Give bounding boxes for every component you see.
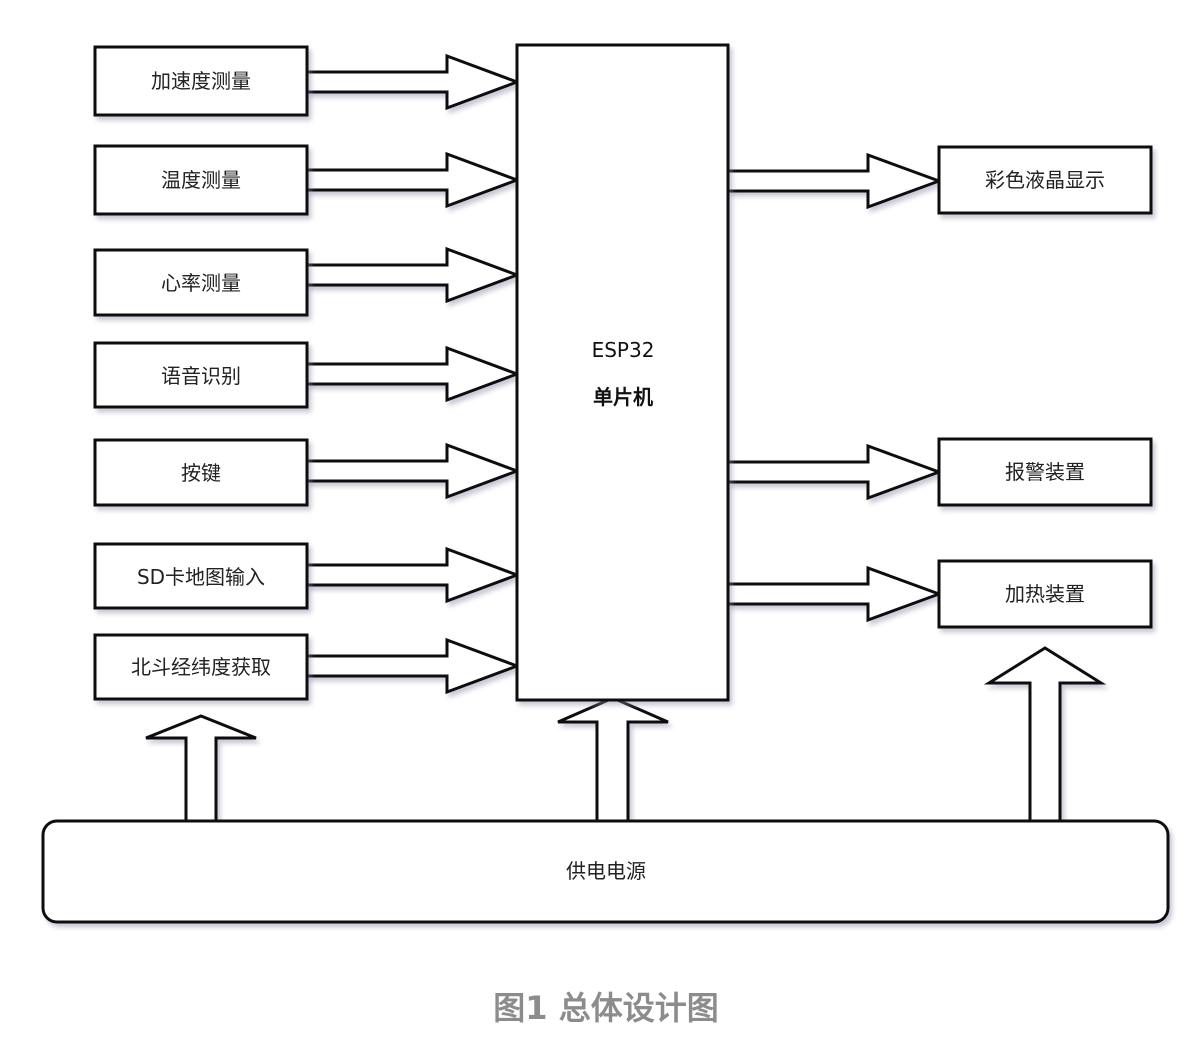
input-node-beidou: 北斗经纬度获取 bbox=[93, 633, 309, 701]
arrow-mcu-to-heater bbox=[726, 565, 944, 623]
power-supply-block: 供电电源 bbox=[41, 819, 1170, 924]
arrow-sdmap-to-mcu bbox=[305, 546, 522, 604]
input-label: 语音识别 bbox=[161, 364, 241, 388]
power-arrow-to-mcu bbox=[557, 696, 669, 824]
input-node-keys: 按键 bbox=[93, 438, 309, 507]
arrow-accel-to-mcu bbox=[305, 53, 522, 111]
output-label: 加热装置 bbox=[1005, 582, 1085, 606]
arrow-beidou-to-mcu bbox=[305, 637, 522, 695]
input-node-heart: 心率测量 bbox=[93, 248, 309, 317]
figure-caption: 图1 总体设计图 bbox=[493, 989, 718, 1027]
arrow-temp-to-mcu bbox=[305, 151, 522, 209]
output-node-heater: 加热装置 bbox=[937, 559, 1153, 629]
power-arrow-to-heater bbox=[983, 646, 1107, 824]
power-supply-label: 供电电源 bbox=[566, 859, 646, 883]
output-node-lcd: 彩色液晶显示 bbox=[937, 145, 1153, 215]
mcu-type: 单片机 bbox=[593, 385, 653, 409]
input-label: 加速度测量 bbox=[151, 69, 251, 93]
arrow-mcu-to-alarm bbox=[726, 443, 944, 501]
input-label: 北斗经纬度获取 bbox=[131, 655, 271, 679]
output-node-alarm: 报警装置 bbox=[937, 437, 1153, 507]
input-node-accel: 加速度测量 bbox=[93, 45, 309, 117]
mcu-block: ESP32 单片机 bbox=[515, 43, 730, 702]
arrow-keys-to-mcu bbox=[305, 442, 522, 500]
input-node-temp: 温度测量 bbox=[93, 144, 309, 216]
input-modules: 加速度测量 温度测量 心率测量 语音识别 按键 SD卡地图输入 北斗经纬度获取 bbox=[93, 45, 309, 701]
input-node-sdmap: SD卡地图输入 bbox=[93, 542, 309, 610]
arrow-heart-to-mcu bbox=[305, 246, 522, 304]
input-label: SD卡地图输入 bbox=[137, 565, 265, 589]
power-arrow-to-beidou bbox=[145, 714, 257, 824]
output-arrows bbox=[726, 152, 944, 623]
output-label: 彩色液晶显示 bbox=[985, 168, 1105, 192]
mcu-name: ESP32 bbox=[592, 338, 655, 362]
output-label: 报警装置 bbox=[1005, 460, 1085, 484]
input-label: 按键 bbox=[181, 461, 221, 485]
input-node-voice: 语音识别 bbox=[93, 341, 309, 409]
power-arrows bbox=[145, 646, 1107, 824]
input-label: 心率测量 bbox=[161, 271, 241, 295]
output-modules: 彩色液晶显示 报警装置 加热装置 bbox=[937, 145, 1153, 629]
input-label: 温度测量 bbox=[161, 168, 241, 192]
arrow-voice-to-mcu bbox=[305, 345, 522, 403]
arrow-mcu-to-lcd bbox=[726, 152, 944, 210]
input-arrows bbox=[305, 53, 522, 695]
